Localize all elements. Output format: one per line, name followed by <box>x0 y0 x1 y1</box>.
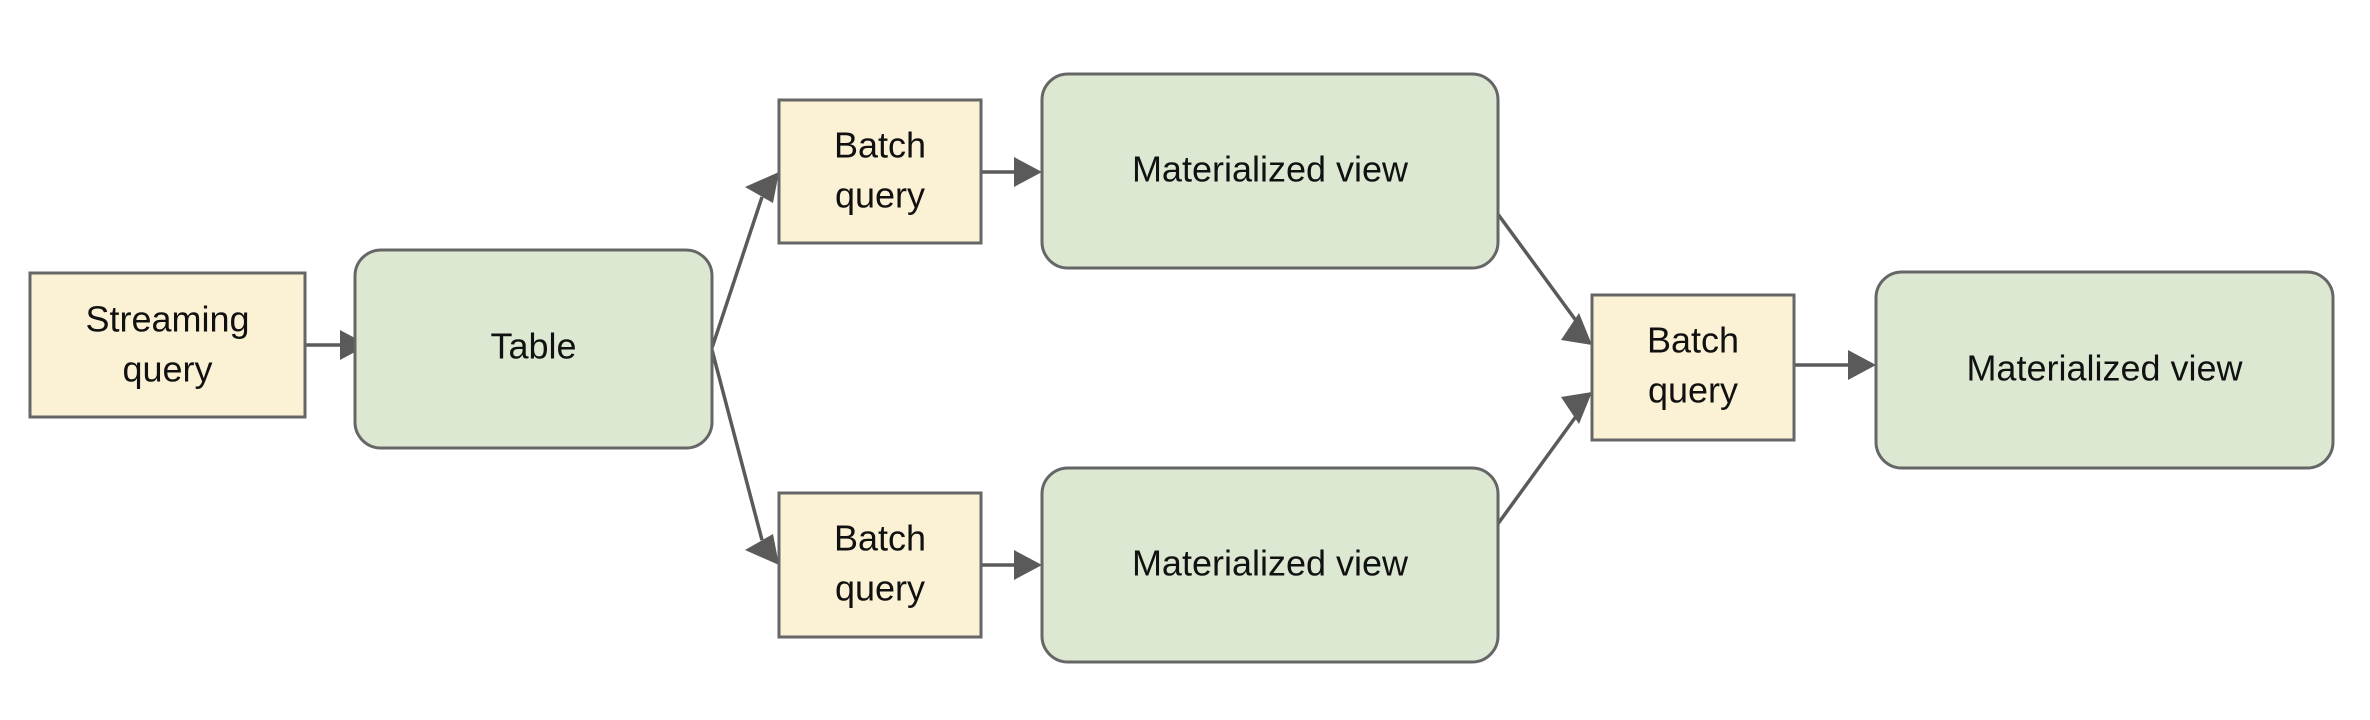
node-shape <box>1040 466 1500 664</box>
node-table[interactable]: Table <box>353 248 714 450</box>
edge-table-to-batch-query-top <box>710 172 779 349</box>
edge-materialized-view-top-to-batch-query-right <box>1490 204 1592 345</box>
edge-batch-query-bottom-to-materialized-view-bottom <box>981 550 1042 580</box>
arrowhead-icon <box>1561 313 1592 345</box>
arrowhead-icon <box>745 172 779 203</box>
edge-line <box>710 349 764 541</box>
node-materialized-view-bottom[interactable]: Materialized view <box>1040 466 1500 664</box>
node-batch-query-right[interactable]: Batch query <box>1590 293 1796 442</box>
edge-table-to-batch-query-bottom <box>710 349 779 565</box>
arrowhead-icon <box>1014 157 1042 187</box>
node-shape <box>777 491 983 639</box>
node-streaming-query[interactable]: Streaming query <box>28 271 307 419</box>
node-shape <box>1590 293 1796 442</box>
edge-line <box>1490 413 1579 534</box>
edge-layer <box>305 157 1876 580</box>
edge-batch-query-top-to-materialized-view-top <box>981 157 1042 187</box>
arrowhead-icon <box>1561 392 1592 424</box>
node-materialized-view-top[interactable]: Materialized view <box>1040 72 1500 270</box>
node-layer: Streaming query Table Batch query Materi… <box>28 72 2335 664</box>
node-materialized-view-right[interactable]: Materialized view <box>1874 270 2335 470</box>
node-batch-query-top[interactable]: Batch query <box>777 98 983 245</box>
node-shape <box>353 248 714 450</box>
arrowhead-icon <box>745 534 779 565</box>
node-shape <box>28 271 307 419</box>
edge-materialized-view-bottom-to-batch-query-right <box>1490 392 1592 534</box>
arrowhead-icon <box>1014 550 1042 580</box>
node-shape <box>1040 72 1500 270</box>
edge-line <box>1490 204 1579 324</box>
node-batch-query-bottom[interactable]: Batch query <box>777 491 983 639</box>
node-shape <box>777 98 983 245</box>
arrowhead-icon <box>1848 350 1876 380</box>
edge-line <box>710 196 764 349</box>
node-shape <box>1874 270 2335 470</box>
edge-batch-query-right-to-materialized-view-right <box>1794 350 1876 380</box>
